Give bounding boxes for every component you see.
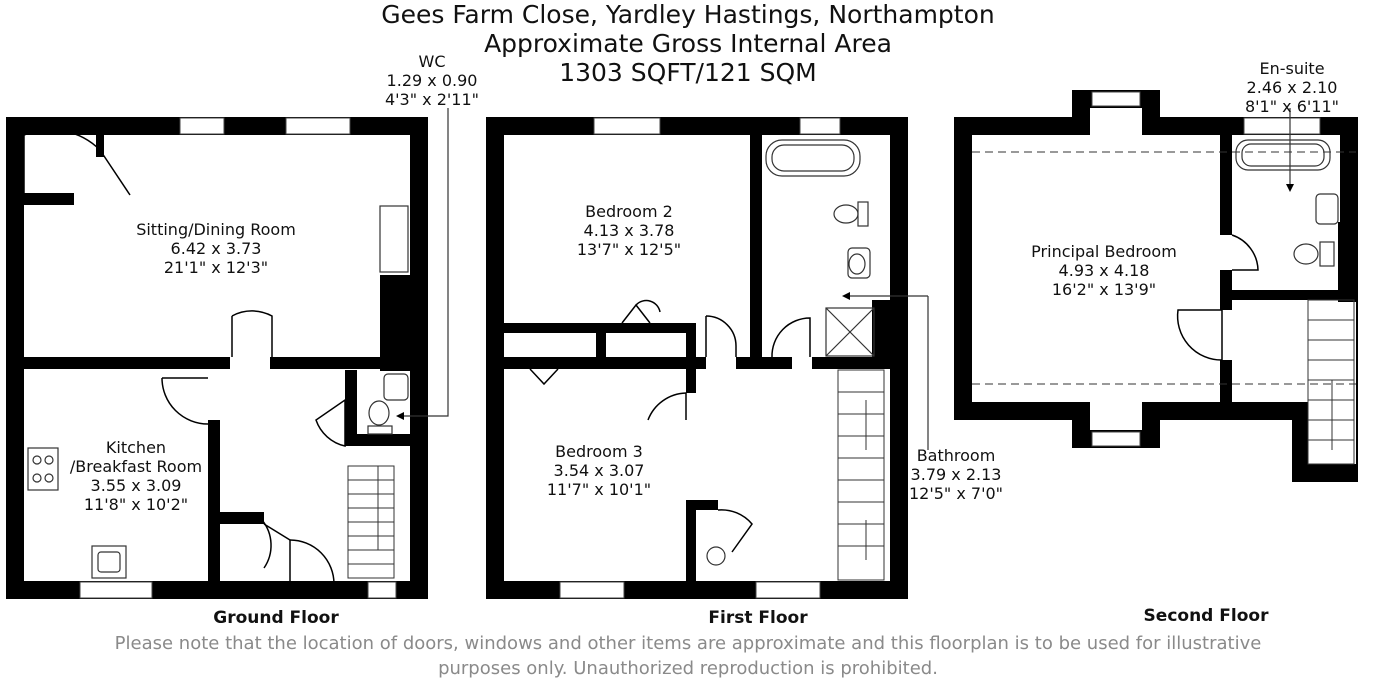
disclaimer-line2: purposes only. Unauthorized reproduction…: [438, 658, 938, 679]
second-floor-caption: Second Floor: [1143, 606, 1269, 626]
wc-imperial: 4'3" x 2'11": [384, 90, 480, 109]
sitting-room-label: Sitting/Dining Room 6.42 x 3.73 21'1" x …: [126, 220, 306, 277]
bedroom2-name: Bedroom 2: [585, 202, 673, 221]
principal-bedroom-imperial: 16'2" x 13'9": [1051, 280, 1157, 299]
sitting-room-imperial: 21'1" x 12'3": [163, 258, 269, 277]
sitting-room-name: Sitting/Dining Room: [136, 220, 296, 239]
wc-metric: 1.29 x 0.90: [386, 71, 478, 90]
bedroom3-label: Bedroom 3 3.54 x 3.07 11'7" x 10'1": [536, 442, 662, 499]
disclaimer-line1: Please note that the location of doors, …: [114, 633, 1262, 654]
ensuite-metric: 2.46 x 2.10: [1246, 78, 1338, 97]
area-heading: Approximate Gross Internal Area: [484, 29, 892, 58]
kitchen-metric: 3.55 x 3.09: [90, 476, 182, 495]
bathroom-label: Bathroom 3.79 x 2.13 12'5" x 7'0": [904, 446, 1008, 503]
ensuite-imperial: 8'1" x 6'11": [1244, 97, 1340, 116]
principal-bedroom-label: Principal Bedroom 4.93 x 4.18 16'2" x 13…: [1024, 242, 1184, 299]
kitchen-name-line2: /Breakfast Room: [69, 457, 203, 476]
ensuite-name: En-suite: [1259, 59, 1325, 78]
wc-label: WC 1.29 x 0.90 4'3" x 2'11": [384, 52, 480, 109]
ensuite-label: En-suite 2.46 x 2.10 8'1" x 6'11": [1244, 59, 1340, 116]
bathroom-metric: 3.79 x 2.13: [910, 465, 1002, 484]
area-value: 1303 SQFT/121 SQM: [559, 58, 817, 87]
bathroom-imperial: 12'5" x 7'0": [908, 484, 1004, 503]
first-floor-walls: [486, 117, 908, 599]
plan-title: Gees Farm Close, Yardley Hastings, North…: [381, 0, 995, 29]
bedroom3-metric: 3.54 x 3.07: [553, 461, 645, 480]
first-floor-caption: First Floor: [708, 608, 808, 628]
bedroom2-metric: 4.13 x 3.78: [583, 221, 675, 240]
bathroom-name: Bathroom: [916, 446, 996, 465]
bedroom2-label: Bedroom 2 4.13 x 3.78 13'7" x 12'5": [566, 202, 692, 259]
bedroom3-imperial: 11'7" x 10'1": [546, 480, 652, 499]
ground-floor-walls: [6, 117, 428, 599]
principal-bedroom-metric: 4.93 x 4.18: [1058, 261, 1150, 280]
kitchen-label: Kitchen /Breakfast Room 3.55 x 3.09 11'8…: [66, 438, 206, 514]
bedroom3-name: Bedroom 3: [555, 442, 643, 461]
kitchen-imperial: 11'8" x 10'2": [83, 495, 189, 514]
wc-name: WC: [418, 52, 446, 71]
ground-floor-caption: Ground Floor: [213, 608, 339, 628]
bedroom2-imperial: 13'7" x 12'5": [576, 240, 682, 259]
sitting-room-metric: 6.42 x 3.73: [170, 239, 262, 258]
kitchen-name: Kitchen: [105, 438, 167, 457]
principal-bedroom-name: Principal Bedroom: [1031, 242, 1177, 261]
